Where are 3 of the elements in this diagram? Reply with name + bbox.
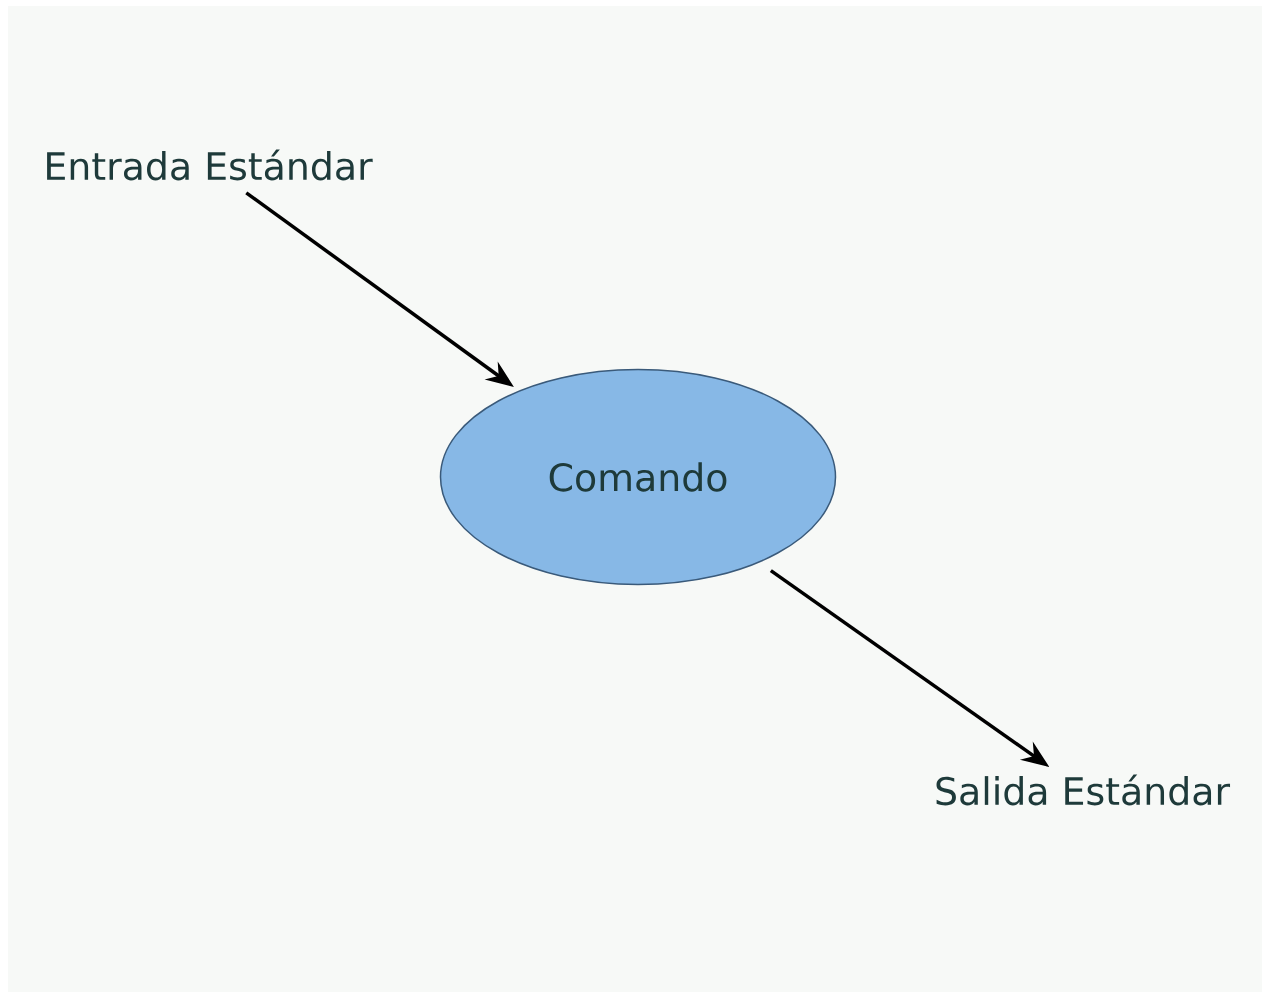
text-label: Salida Estándar (936, 774, 1231, 806)
text-label: Entrada Estándar (47, 149, 373, 181)
ellipse-node: Comando (439, 368, 837, 586)
